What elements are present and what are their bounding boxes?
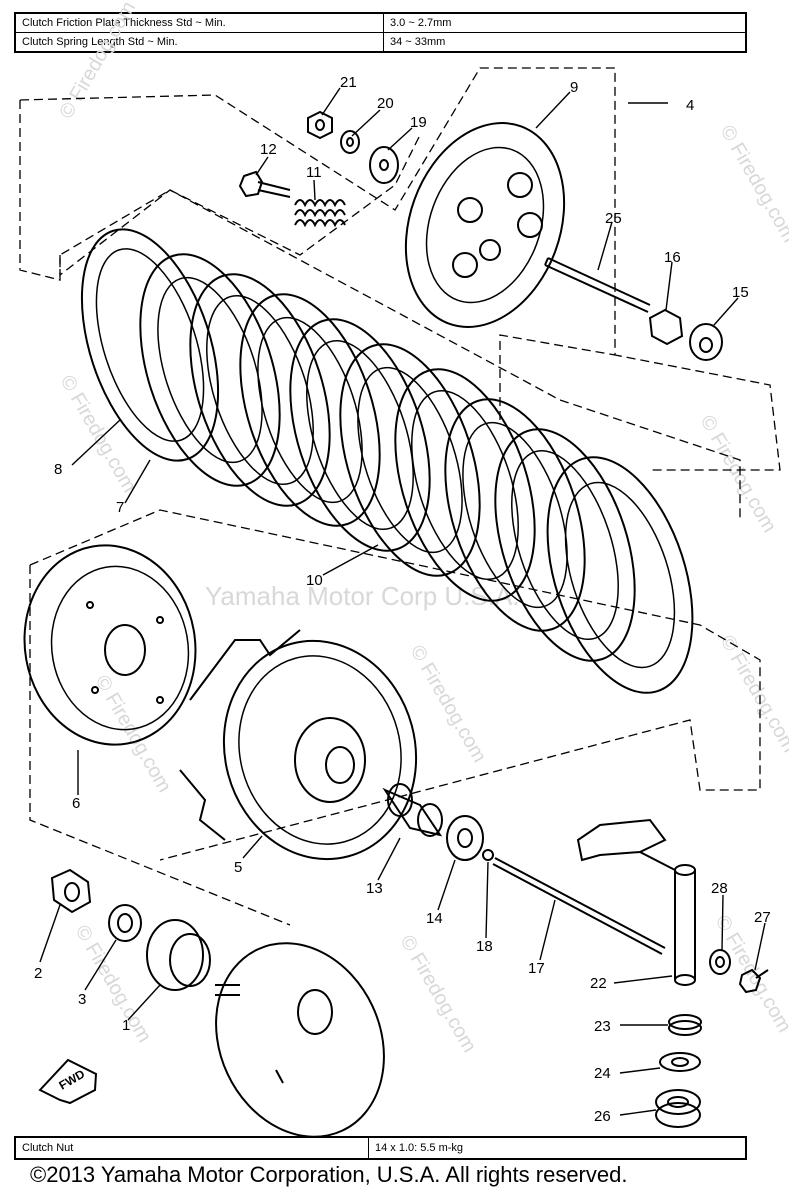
pressure-plate-outline <box>19 67 781 471</box>
copyright-notice: ©2013 Yamaha Motor Corporation, U.S.A. A… <box>30 1162 628 1187</box>
callout-27: 27 <box>754 909 771 926</box>
friction-plate-part-8 <box>80 228 220 462</box>
nut-part-21 <box>307 110 333 140</box>
callout-7: 7 <box>116 499 124 516</box>
basket-group-outline <box>29 509 761 861</box>
push-rod-part-25 <box>544 257 651 313</box>
callout-17: 17 <box>528 960 545 977</box>
friction-plate <box>189 273 331 507</box>
callout-4: 4 <box>686 97 694 114</box>
clutch-plate <box>239 293 381 527</box>
clutch-housing-part-5 <box>179 629 418 861</box>
clutch-nut-spec-table: Clutch Nut 14 x 1.0: 5.5 m-kg <box>14 1136 747 1160</box>
callout-26: 26 <box>594 1108 611 1125</box>
nut-part-16 <box>648 308 684 346</box>
watermarks: © Firedog.com © Firedog.com © Firedog.co… <box>55 0 789 1056</box>
return-spring-part-23 <box>668 1014 702 1036</box>
washer-part-24 <box>659 1052 701 1072</box>
callout-9: 9 <box>570 79 578 96</box>
callout-25: 25 <box>605 210 622 227</box>
spec-label: Clutch Spring Length Std ~ Min. <box>14 32 384 53</box>
friction-plate <box>394 368 536 602</box>
callout-10: 10 <box>306 572 323 589</box>
callout-11: 11 <box>306 164 322 181</box>
callout-5: 5 <box>234 859 242 876</box>
callout-21: 21 <box>340 74 357 91</box>
callout-24: 24 <box>594 1065 611 1082</box>
callout-19: 19 <box>410 114 427 131</box>
plate-stack-outline <box>59 189 741 520</box>
callouts: 1 2 3 4 5 6 7 8 9 10 11 12 13 14 15 16 1… <box>34 74 771 1125</box>
hub-group-outline <box>29 565 291 926</box>
watermark: © Firedog.com <box>696 412 781 537</box>
thrust-washer-part-14 <box>446 815 484 861</box>
spec-row: Clutch Nut 14 x 1.0: 5.5 m-kg <box>14 1136 747 1160</box>
lock-washer-part-20 <box>340 130 360 154</box>
spec-value: 34 ~ 33mm <box>383 32 747 53</box>
spec-row: Clutch Spring Length Std ~ Min. 34 ~ 33m… <box>14 32 747 53</box>
spec-table: Clutch Friction Plate Thickness Std ~ Mi… <box>14 12 747 53</box>
callout-13: 13 <box>366 880 383 897</box>
cover-plate <box>215 942 385 1138</box>
screw-part-27 <box>738 968 769 994</box>
callout-16: 16 <box>664 249 681 266</box>
watermark: © Firedog.com <box>716 632 789 757</box>
watermark: © Firedog.com <box>55 0 140 122</box>
watermark: © Firedog.com <box>91 672 176 797</box>
pressure-plate <box>404 122 566 328</box>
clutch-plate <box>546 456 694 694</box>
callout-3: 3 <box>78 991 86 1008</box>
callout-28: 28 <box>711 880 728 897</box>
bolt-part-12 <box>238 170 291 198</box>
spec-value: 14 x 1.0: 5.5 m-kg <box>368 1136 747 1160</box>
watermark: © Firedog.com <box>56 372 141 497</box>
callout-18: 18 <box>476 938 493 955</box>
lock-washer-part-15 <box>689 323 723 361</box>
leader-lines <box>39 87 766 1116</box>
spec-row: Clutch Friction Plate Thickness Std ~ Mi… <box>14 12 747 33</box>
callout-14: 14 <box>426 910 443 927</box>
friction-plate <box>289 318 431 552</box>
center-watermark: Yamaha Motor Corp U.S.A. <box>205 581 520 611</box>
watermark: © Firedog.com <box>71 922 156 1047</box>
clutch-plate-part-10 <box>339 343 481 577</box>
clutch-plate <box>444 398 586 632</box>
callout-2: 2 <box>34 965 42 982</box>
callout-23: 23 <box>594 1018 611 1035</box>
callout-1: 1 <box>122 1017 130 1034</box>
group-outlines <box>19 67 781 926</box>
callout-15: 15 <box>732 284 749 301</box>
gear-part-1 <box>146 919 211 991</box>
callout-22: 22 <box>590 975 607 992</box>
oil-seal-part-26 <box>655 1089 701 1128</box>
clutch-spring-part-11 <box>294 199 346 228</box>
thrust-sleeve-part-13 <box>382 783 443 837</box>
steel-ball-part-18 <box>482 849 494 861</box>
clutch-boss-part-6 <box>23 544 197 746</box>
pushrod-outline <box>499 334 616 420</box>
callout-6: 6 <box>72 795 80 812</box>
lock-washer-part-3 <box>108 904 142 942</box>
upper-group-outline <box>19 100 421 281</box>
friction-plate <box>494 428 636 662</box>
callout-20: 20 <box>377 95 394 112</box>
watermark: © Firedog.com <box>716 122 789 247</box>
watermark: © Firedog.com <box>396 932 481 1057</box>
clutch-nut-part-2 <box>50 868 92 914</box>
washer-part-19 <box>369 146 399 184</box>
push-lever-part-22 <box>576 818 696 986</box>
watermark: © Firedog.com <box>406 642 491 767</box>
fwd-arrow-icon: FWD <box>38 1058 98 1105</box>
spec-label: Clutch Nut <box>14 1136 369 1160</box>
clutch-plate-part-7 <box>139 253 281 487</box>
callout-8: 8 <box>54 461 62 478</box>
washer-part-28 <box>709 949 731 975</box>
push-rod-part-17 <box>492 857 666 955</box>
callout-12: 12 <box>260 141 277 158</box>
